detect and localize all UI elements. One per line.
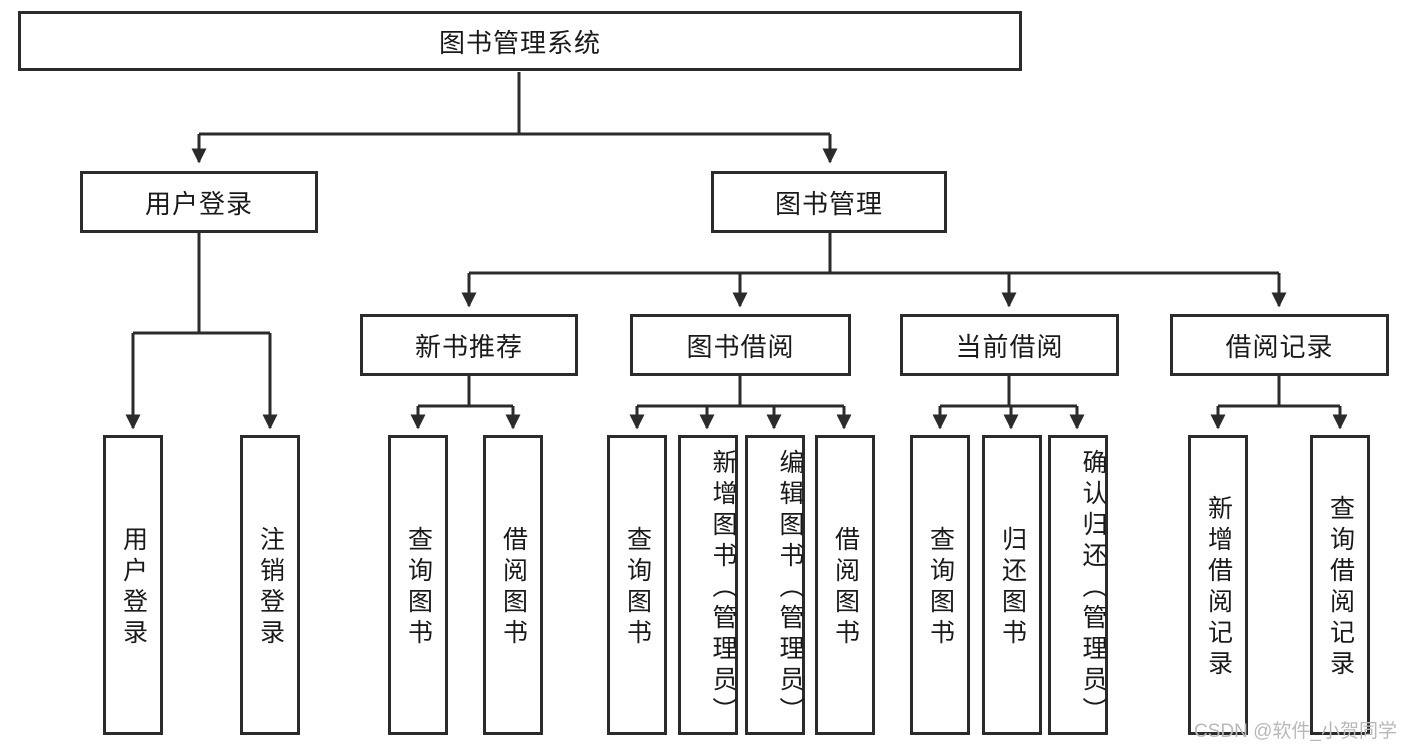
node-current-borrow[interactable]: 当前借阅 — [900, 314, 1119, 376]
leaf-borrow-borrow-book[interactable]: 借阅图书 — [815, 435, 875, 735]
node-new-book-recommend[interactable]: 新书推荐 — [360, 314, 578, 376]
node-label: 新书推荐 — [414, 331, 523, 362]
leaf-recommend-borrow-book[interactable]: 借阅图书 — [483, 435, 543, 735]
leaf-record-query-record[interactable]: 查询借阅记录 — [1310, 435, 1370, 735]
node-label: 编辑图书（管理员） — [776, 448, 804, 728]
node-label: 查询借阅记录 — [1326, 495, 1355, 681]
node-borrow-record[interactable]: 借阅记录 — [1170, 314, 1389, 376]
leaf-current-query-book[interactable]: 查询图书 — [910, 435, 970, 735]
node-label: 查询图书 — [926, 526, 955, 650]
node-root-system[interactable]: 图书管理系统 — [18, 11, 1022, 71]
leaf-recommend-query-book[interactable]: 查询图书 — [388, 435, 448, 735]
node-label: 用户登录 — [144, 188, 253, 219]
node-label: 图书管理系统 — [438, 27, 601, 58]
leaf-current-confirm-return-admin[interactable]: 确认归还（管理员） — [1048, 435, 1108, 735]
node-label: 图书借阅 — [686, 331, 795, 362]
leaf-current-return-book[interactable]: 归还图书 — [982, 435, 1042, 735]
node-label: 归还图书 — [998, 526, 1027, 650]
node-user-login[interactable]: 用户登录 — [80, 171, 318, 233]
node-label: 新增图书（管理员） — [709, 448, 737, 728]
node-label: 借阅记录 — [1225, 331, 1334, 362]
leaf-user-login-logout[interactable]: 注销登录 — [240, 435, 300, 735]
leaf-borrow-query-book[interactable]: 查询图书 — [607, 435, 667, 735]
node-label: 当前借阅 — [955, 331, 1064, 362]
node-book-borrow[interactable]: 图书借阅 — [630, 314, 851, 376]
node-book-management[interactable]: 图书管理 — [711, 171, 947, 233]
node-label: 查询图书 — [404, 526, 433, 650]
node-label: 注销登录 — [256, 526, 285, 650]
node-label: 借阅图书 — [831, 526, 860, 650]
node-label: 用户登录 — [119, 526, 148, 650]
node-label: 借阅图书 — [499, 526, 528, 650]
node-label: 查询图书 — [623, 526, 652, 650]
node-label: 图书管理 — [774, 188, 883, 219]
leaf-user-login-login[interactable]: 用户登录 — [103, 435, 163, 735]
csdn-watermark: CSDN @软件_小贺同学 — [1194, 721, 1397, 742]
node-label: 新增借阅记录 — [1204, 495, 1233, 681]
leaf-borrow-edit-book-admin[interactable]: 编辑图书（管理员） — [745, 435, 805, 735]
leaf-borrow-add-book-admin[interactable]: 新增图书（管理员） — [678, 435, 738, 735]
node-label: 确认归还（管理员） — [1079, 448, 1107, 728]
leaf-record-add-record[interactable]: 新增借阅记录 — [1188, 435, 1248, 735]
